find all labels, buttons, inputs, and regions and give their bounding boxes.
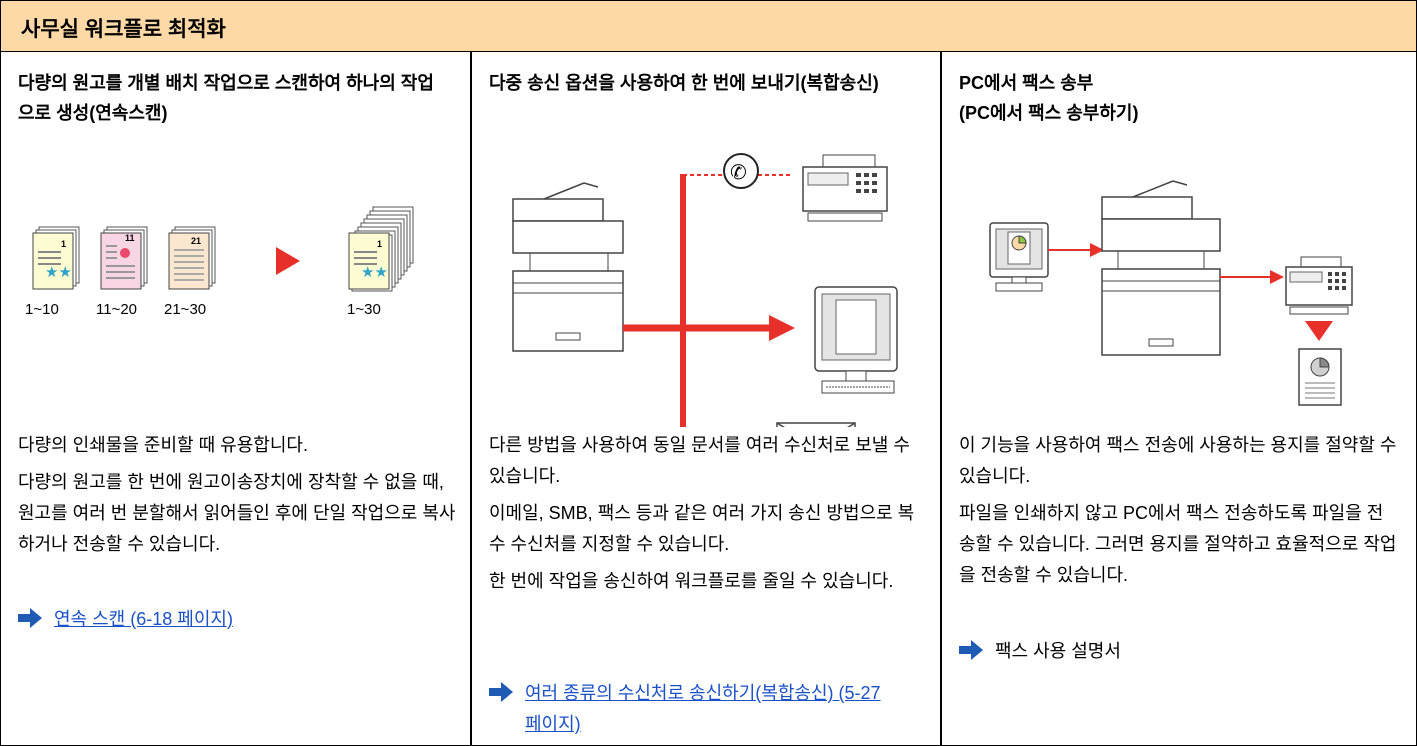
svg-text:✆: ✆ <box>730 160 747 184</box>
body-paragraph: 한 번에 작업을 송신하여 워크플로를 줄일 수 있습니다. <box>489 571 894 591</box>
multi-send-illustration: ✆ <box>512 153 898 427</box>
range-label: 11~20 <box>96 301 137 318</box>
column-title: 다량의 원고를 개별 배치 작업으로 스캔하여 하나의 작업으로 생성(연속스캔… <box>18 73 434 123</box>
red-arrow-icon <box>276 247 300 275</box>
range-label: 1~10 <box>25 301 59 318</box>
range-label: 1~30 <box>347 301 381 318</box>
body-paragraph: 다량의 원고를 한 번에 원고이송장치에 장착할 수 없을 때, 원고를 여러 … <box>18 472 456 554</box>
document-stack-21-30-icon <box>168 226 216 290</box>
column-title: 다중 송신 옵션을 사용하여 한 번에 보내기(복합송신) <box>489 73 879 93</box>
column-title-line: PC에서 팩스 송부 <box>959 73 1094 93</box>
reference-link-row: 연속 스캔 (6-18 페이지) <box>18 604 233 635</box>
page-number-label: 21 <box>191 236 201 246</box>
fax-guide-reference: 팩스 사용 설명서 <box>995 641 1121 661</box>
pc-monitor-icon <box>989 222 1049 292</box>
arrow-right-icon <box>959 640 983 660</box>
body-paragraph: 다른 방법을 사용하여 동일 문서를 여러 수신처로 보낼 수 있습니다. <box>489 435 910 486</box>
page-title: 사무실 워크플로 최적화 <box>21 18 226 41</box>
red-arrow-icon <box>1270 270 1284 284</box>
column-title-line: (PC에서 팩스 송부하기) <box>959 103 1139 123</box>
phone-icon: ✆ <box>723 153 759 189</box>
body-paragraph: 이메일, SMB, 팩스 등과 같은 여러 가지 송신 방법으로 복수 수신처를… <box>489 503 915 554</box>
red-arrow-icon <box>1090 243 1104 257</box>
continuous-scan-link[interactable]: 연속 스캔 (6-18 페이지) <box>54 609 233 629</box>
arrow-right-icon <box>18 608 42 628</box>
column-title: PC에서 팩스 송부 (PC에서 팩스 송부하기) <box>959 68 1389 128</box>
fax-machine-icon <box>1285 256 1353 315</box>
range-label: 21~30 <box>164 301 206 318</box>
page-number-label: 11 <box>125 233 135 243</box>
red-down-arrow-icon <box>1305 321 1333 341</box>
page-number-label: 1 <box>61 239 66 249</box>
multifunction-printer-icon <box>1101 180 1221 356</box>
svg-text:★★: ★★ <box>45 263 72 281</box>
svg-text:★★: ★★ <box>361 263 388 281</box>
reference-row: 팩스 사용 설명서 <box>959 636 1121 667</box>
output-document-icon <box>1298 348 1342 406</box>
fax-machine-icon <box>802 154 888 222</box>
column-body: 이 기능을 사용하여 팩스 전송에 사용하는 용지를 절약할 수 있습니다. 파… <box>959 430 1399 597</box>
body-paragraph: 파일을 인쇄하지 않고 PC에서 팩스 전송하도록 파일을 전송할 수 있습니다… <box>959 503 1397 585</box>
section-banner: 사무실 워크플로 최적화 <box>1 1 1416 52</box>
column-body: 다른 방법을 사용하여 동일 문서를 여러 수신처로 보낼 수 있습니다. 이메… <box>489 430 929 603</box>
envelope-icon <box>776 422 856 427</box>
feature-column-pc-fax: PC에서 팩스 송부 (PC에서 팩스 송부하기) <box>942 52 1416 746</box>
computer-monitor-icon <box>814 286 898 394</box>
multifunction-printer-icon <box>512 182 624 352</box>
multi-send-link[interactable]: 여러 종류의 수신처로 송신하기(복합송신) (5-27 페이지) <box>525 683 881 734</box>
arrow-right-icon <box>489 682 513 702</box>
body-paragraph: 다량의 인쇄물을 준비할 때 유용합니다. <box>18 435 308 455</box>
combined-document-stack-icon: ★★ <box>348 206 414 292</box>
body-paragraph: 이 기능을 사용하여 팩스 전송에 사용하는 용지를 절약할 수 있습니다. <box>959 435 1397 486</box>
red-arrow-icon <box>769 315 795 341</box>
reference-link-row: 여러 종류의 수신처로 송신하기(복합송신) (5-27 페이지) <box>489 678 895 740</box>
page-number-label: 1 <box>377 239 382 249</box>
continuous-scan-illustration: ★★ 1 11 <box>25 206 414 318</box>
document-stack-11-20-icon <box>100 226 148 290</box>
feature-column-continuous-scan: 다량의 원고를 개별 배치 작업으로 스캔하여 하나의 작업으로 생성(연속스캔… <box>1 52 472 746</box>
pc-fax-illustration <box>989 180 1353 406</box>
column-body: 다량의 인쇄물을 준비할 때 유용합니다. 다량의 원고를 한 번에 원고이송장… <box>18 430 458 566</box>
feature-column-multi-send: 다중 송신 옵션을 사용하여 한 번에 보내기(복합송신) <box>472 52 942 746</box>
document-stack-1-10-icon: ★★ <box>32 226 80 290</box>
